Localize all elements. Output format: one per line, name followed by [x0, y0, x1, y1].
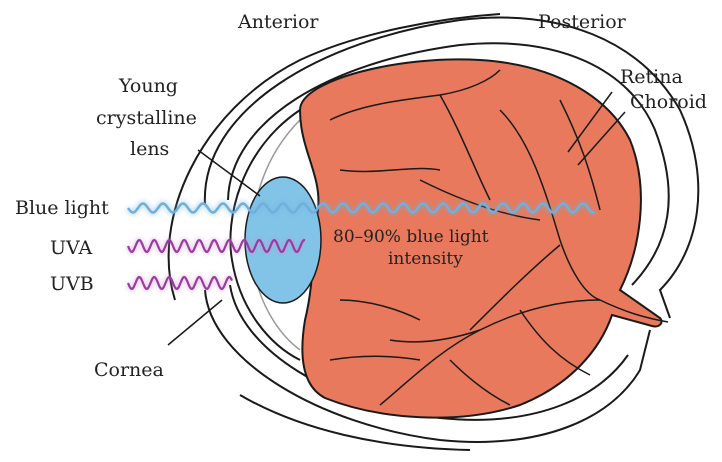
uvb-wave — [128, 277, 232, 289]
lens-label-line1: Young — [118, 75, 178, 97]
retina-label: Retina — [620, 66, 683, 88]
blue-light-label: Blue light — [15, 197, 109, 219]
choroid-label: Choroid — [630, 91, 707, 113]
intensity-label-line1: 80–90% blue light — [333, 227, 489, 247]
lens-label-line3: lens — [130, 138, 169, 160]
cornea-label: Cornea — [94, 359, 164, 381]
uva-wave — [128, 240, 305, 252]
anterior-label: Anterior — [237, 11, 319, 33]
uvb-label: UVB — [50, 273, 94, 295]
lens-label-line2: crystalline — [96, 107, 197, 129]
uva-label: UVA — [50, 237, 92, 259]
posterior-label: Posterior — [538, 11, 627, 33]
intensity-label-line2: intensity — [388, 249, 463, 269]
